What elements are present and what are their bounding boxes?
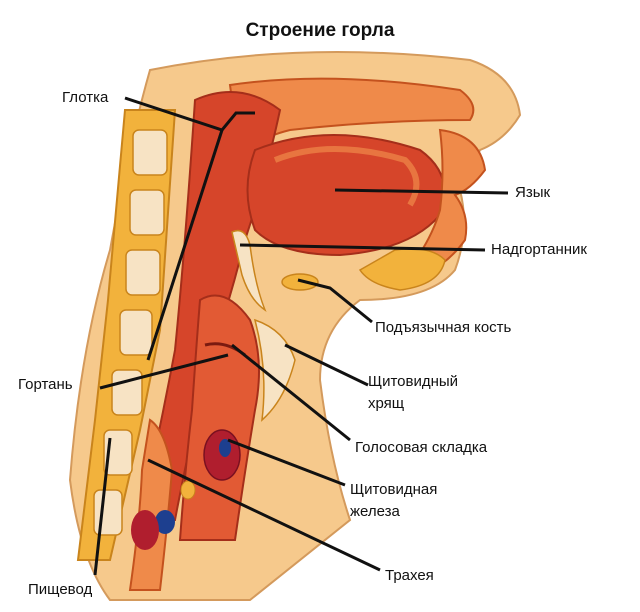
label-trakheya: Трахея bbox=[385, 567, 434, 584]
label-golosovaya: Голосовая складка bbox=[355, 439, 488, 456]
leader-gortan bbox=[99, 353, 229, 390]
label-shchitovidny-line1: Щитовидный bbox=[368, 373, 459, 390]
leader-podyazychnaya bbox=[297, 278, 373, 324]
tongue-highlight bbox=[273, 146, 420, 207]
label-zheleza-line1: Щитовидная bbox=[350, 481, 438, 498]
label-gortan: Гортань bbox=[18, 376, 73, 393]
leader-pishchevod bbox=[93, 437, 112, 576]
vessel-red-2 bbox=[180, 480, 196, 500]
leader-yazyk bbox=[334, 188, 509, 195]
label-zheleza-line2: железа bbox=[350, 503, 400, 520]
leader-trakheya bbox=[147, 458, 381, 572]
label-pishchevod: Пищевод bbox=[28, 581, 93, 598]
leader-glotka bbox=[124, 96, 255, 132]
leader-lines bbox=[93, 96, 509, 576]
larynx-trachea bbox=[178, 294, 260, 541]
tongue bbox=[246, 134, 446, 257]
label-shchitovidny-line2: хрящ bbox=[368, 395, 405, 412]
vessel-blue-1 bbox=[219, 439, 231, 457]
epiglottis bbox=[231, 229, 267, 312]
label-podyazychnaya: Подъязычная кость bbox=[375, 319, 512, 336]
leader-shchitovidny bbox=[284, 343, 369, 387]
leader-glotka-2 bbox=[146, 129, 224, 361]
label-yazyk: Язык bbox=[515, 184, 551, 201]
vessel-blue-2 bbox=[155, 510, 175, 534]
leader-zheleza bbox=[227, 438, 346, 487]
label-nadgortannik: Надгортанник bbox=[491, 241, 587, 258]
vessel-red-1 bbox=[131, 510, 159, 550]
lips-jaw bbox=[397, 128, 487, 282]
vertebrae bbox=[93, 129, 168, 536]
label-glotka: Глотка bbox=[62, 89, 109, 106]
leader-golosovaya bbox=[231, 343, 351, 442]
nasal-palate bbox=[228, 77, 475, 164]
leader-nadgortannik bbox=[239, 243, 486, 252]
page-title: Строение горла bbox=[245, 20, 395, 41]
